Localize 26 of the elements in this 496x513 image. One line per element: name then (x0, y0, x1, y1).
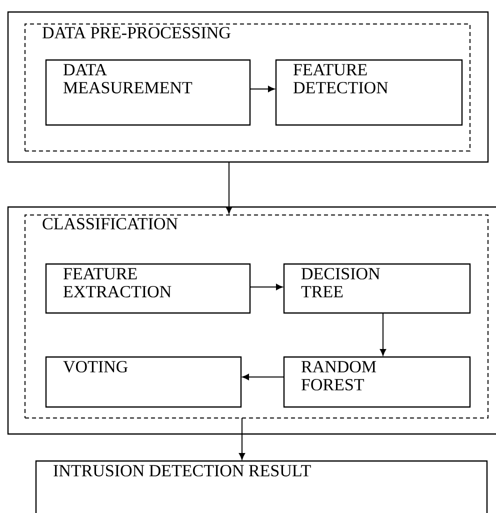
result-box (35, 460, 488, 513)
box-label: DATA MEASUREMENT (63, 64, 192, 94)
box-label: DECISION TREE (301, 268, 380, 298)
process-box (275, 59, 463, 126)
process-box (283, 263, 471, 314)
box-label: FEATURE DETECTION (293, 64, 388, 94)
box-label: FEATURE EXTRACTION (63, 268, 172, 298)
arrow (250, 86, 275, 92)
group-title: CLASSIFICATION (42, 218, 178, 230)
arrow (226, 162, 232, 214)
box-label: INTRUSION DETECTION RESULT (54, 465, 311, 476)
arrow (238, 418, 246, 460)
arrow (242, 374, 284, 380)
dashed-group-box (24, 214, 488, 418)
outer-frame (7, 206, 496, 435)
group-title: DATA PRE-PROCESSING (42, 27, 230, 38)
box-label: RANDOM FOREST (301, 361, 376, 390)
process-box (283, 356, 471, 408)
arrow (380, 312, 386, 356)
outer-frame (7, 11, 489, 163)
process-box (45, 263, 251, 314)
process-box (45, 356, 242, 408)
box-label: VOTING (63, 361, 128, 372)
process-box (45, 59, 251, 126)
arrow (250, 284, 283, 290)
dashed-group-box (24, 24, 470, 152)
